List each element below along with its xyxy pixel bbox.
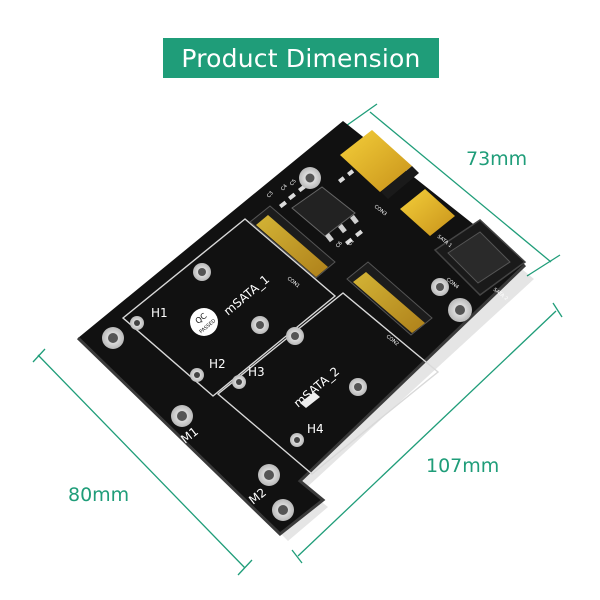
c4-label: C4 bbox=[280, 183, 289, 192]
msata-connector-1 bbox=[249, 205, 336, 279]
c6-label: C6 bbox=[335, 240, 344, 249]
height-dimension-label: 80mm bbox=[68, 484, 130, 506]
smd-components bbox=[279, 169, 363, 246]
slot-2-outline bbox=[216, 292, 440, 475]
sata-edge-connector bbox=[340, 130, 455, 236]
mounting-holes bbox=[102, 167, 472, 521]
height-dimension-line bbox=[37, 354, 246, 569]
length-dimension-label: 107mm bbox=[426, 455, 500, 477]
pcb-board bbox=[78, 121, 525, 534]
hole-label-h4: H4 bbox=[307, 422, 324, 436]
banner-title: Product Dimension bbox=[181, 43, 421, 73]
c3-label: C3 bbox=[266, 190, 275, 199]
msata-connector-2 bbox=[346, 261, 433, 336]
sata-port bbox=[433, 219, 527, 296]
serial-sticker bbox=[300, 392, 320, 408]
slot-1-outline bbox=[121, 218, 337, 397]
hole-label-h3: H3 bbox=[248, 365, 265, 379]
length-dimension-line bbox=[297, 310, 557, 557]
dimension-lines bbox=[32, 103, 563, 576]
hole-label-h1: H1 bbox=[151, 306, 168, 320]
regulator-chip bbox=[291, 186, 359, 243]
c1-label: C1 bbox=[347, 238, 356, 247]
width-dimension-line bbox=[369, 111, 552, 263]
product-dimension-banner: Product Dimension bbox=[163, 38, 439, 78]
width-dimension-label: 73mm bbox=[466, 148, 528, 170]
c5-label: C5 bbox=[289, 178, 298, 187]
qc-passed-sticker: QC PASSED bbox=[190, 308, 218, 336]
hole-label-h2: H2 bbox=[209, 357, 226, 371]
